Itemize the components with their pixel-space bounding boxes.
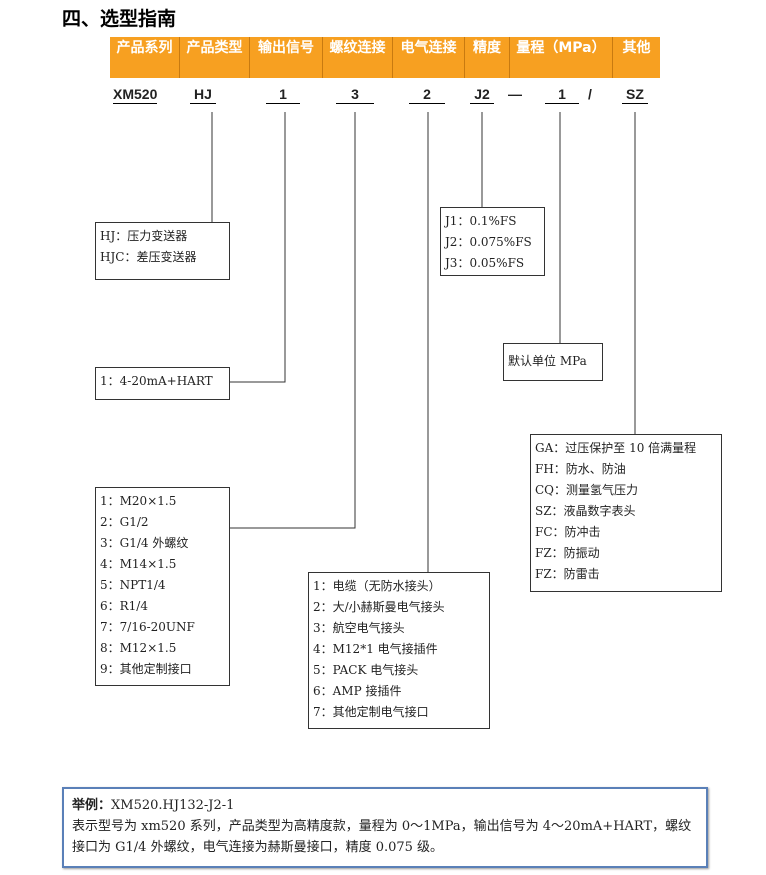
option: 1：4-20mA+HART [100, 374, 213, 388]
range-options-box: 默认单位 MPa [503, 343, 603, 381]
option: FC：防冲击 [535, 525, 601, 539]
electric-options-box: 1：电缆（无防水接头） 2：大/小赫斯曼电气接头 3：航空电气接头 4：M12*… [308, 572, 490, 729]
code-range: 1 [545, 86, 579, 104]
header-electric: 电气连接 [393, 37, 465, 78]
option: FH：防水、防油 [535, 462, 626, 476]
option: 4：M12*1 电气接插件 [313, 642, 438, 656]
option: 8：M12×1.5 [100, 641, 177, 655]
option: 5：PACK 电气接头 [313, 663, 419, 677]
code-electric: 2 [409, 86, 445, 104]
code-series: XM520 [113, 86, 158, 104]
output-options-box: 1：4-20mA+HART [95, 367, 230, 400]
example-label: 举例： [72, 798, 112, 813]
code-type: HJ [190, 86, 216, 104]
code-output: 1 [266, 86, 300, 104]
section-title: 四、选型指南 [62, 9, 177, 30]
code-precision: J2 [470, 86, 494, 104]
option: HJ：压力变送器 [100, 229, 188, 243]
option: 5：NPT1/4 [100, 578, 166, 592]
example-code: XM520.HJ132-J2-1 [111, 798, 235, 813]
option: 7：7/16-20UNF [100, 620, 195, 634]
other-options-box: GA：过压保护至 10 倍满量程 FH：防水、防油 CQ：测量氢气压力 SZ：液… [530, 434, 722, 592]
option: 7：其他定制电气接口 [313, 705, 429, 719]
option: 3：G1/4 外螺纹 [100, 536, 189, 550]
example-box: 举例：XM520.HJ132-J2-1 表示型号为 xm520 系列，产品类型为… [62, 787, 708, 868]
code-slash: / [588, 86, 592, 102]
header-type: 产品类型 [180, 37, 250, 78]
example-description: 表示型号为 xm520 系列，产品类型为高精度款，量程为 0～1MPa，输出信号… [72, 819, 692, 855]
header-thread: 螺纹连接 [323, 37, 393, 78]
code-other: SZ [622, 86, 648, 104]
header-output: 输出信号 [250, 37, 323, 78]
thread-options-box: 1：M20×1.5 2：G1/2 3：G1/4 外螺纹 4：M14×1.5 5：… [95, 487, 230, 686]
option: 2：G1/2 [100, 515, 149, 529]
option: 9：其他定制接口 [100, 662, 192, 676]
option: 4：M14×1.5 [100, 557, 177, 571]
option: J2：0.075%FS [445, 235, 532, 249]
option: FZ：防振动 [535, 546, 600, 560]
code-dash: — [508, 86, 522, 102]
option: FZ：防雷击 [535, 567, 600, 581]
type-options-box: HJ：压力变送器 HJC：差压变送器 [95, 222, 230, 280]
option: 1：M20×1.5 [100, 494, 177, 508]
option: J3：0.05%FS [445, 256, 525, 270]
code-thread: 3 [336, 86, 374, 104]
option: SZ：液晶数字表头 [535, 504, 636, 518]
option: 1：电缆（无防水接头） [313, 579, 441, 593]
option: 2：大/小赫斯曼电气接头 [313, 600, 445, 614]
header-precision: 精度 [465, 37, 510, 78]
option: CQ：测量氢气压力 [535, 483, 639, 497]
option: HJC：差压变送器 [100, 250, 197, 264]
selection-header-bar: 产品系列 产品类型 输出信号 螺纹连接 电气连接 精度 量程（MPa） 其他 [110, 37, 660, 78]
option: GA：过压保护至 10 倍满量程 [535, 441, 697, 455]
option: 6：AMP 接插件 [313, 684, 402, 698]
precision-options-box: J1：0.1%FS J2：0.075%FS J3：0.05%FS [440, 207, 545, 276]
header-other: 其他 [622, 40, 651, 56]
option: 3：航空电气接头 [313, 621, 405, 635]
header-series: 产品系列 [110, 37, 180, 78]
header-range: 量程（MPa） [510, 37, 613, 78]
option: J1：0.1%FS [445, 214, 517, 228]
option: 默认单位 MPa [508, 354, 587, 368]
option: 6：R1/4 [100, 599, 148, 613]
